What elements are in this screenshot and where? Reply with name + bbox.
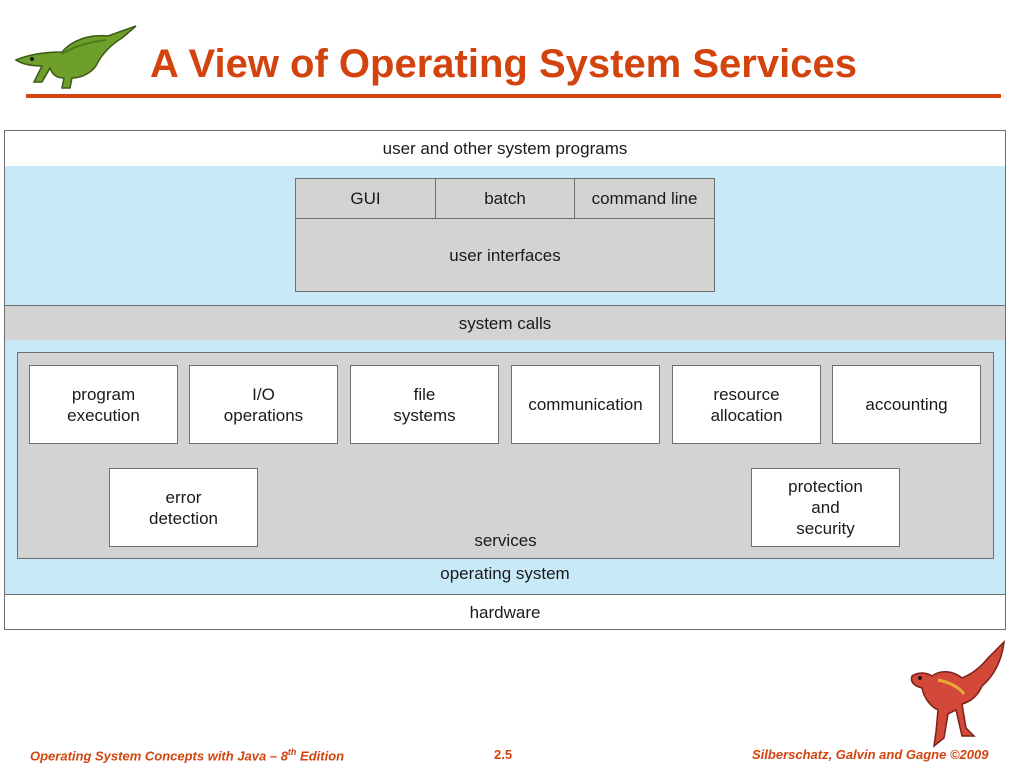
footer-book-title-text: Operating System Concepts with Java – 8	[30, 748, 288, 764]
service-error-detection: error detection	[109, 468, 258, 547]
hardware-layer: hardware	[4, 594, 1006, 630]
service-accounting: accounting	[832, 365, 981, 444]
system-calls-layer: system calls	[4, 305, 1006, 341]
footer-book-title: Operating System Concepts with Java – 8t…	[30, 747, 344, 763]
operating-system-label: operating system	[440, 564, 570, 583]
hardware-label: hardware	[469, 603, 541, 622]
service-program-execution: program execution	[29, 365, 178, 444]
user-programs-label: user and other system programs	[382, 139, 628, 158]
gui-cell: GUI	[296, 179, 436, 219]
footer-edition-text: Edition	[296, 748, 345, 764]
services-label: services	[474, 531, 537, 550]
slide-title: A View of Operating System Services	[150, 42, 857, 86]
footer-edition-superscript: th	[287, 747, 297, 757]
system-calls-label: system calls	[458, 314, 552, 333]
user-interfaces-label: user interfaces	[449, 246, 561, 265]
service-protection-security: protection and security	[751, 468, 900, 547]
red-dinosaur-icon	[910, 640, 1005, 748]
service-io-operations: I/O operations	[189, 365, 338, 444]
service-resource-allocation: resource allocation	[672, 365, 821, 444]
user-programs-layer: user and other system programs	[4, 130, 1006, 167]
command-line-cell: command line	[575, 179, 714, 219]
batch-cell: batch	[436, 179, 575, 219]
user-interfaces-box: GUI batch command line user interfaces	[295, 178, 715, 292]
service-file-systems: file systems	[350, 365, 499, 444]
title-underline	[26, 94, 1001, 98]
green-dinosaur-icon	[14, 25, 137, 89]
page-number: 2.5	[494, 747, 513, 762]
footer-copyright: Silberschatz, Galvin and Gagne ©2009	[752, 747, 989, 762]
service-communication: communication	[511, 365, 660, 444]
